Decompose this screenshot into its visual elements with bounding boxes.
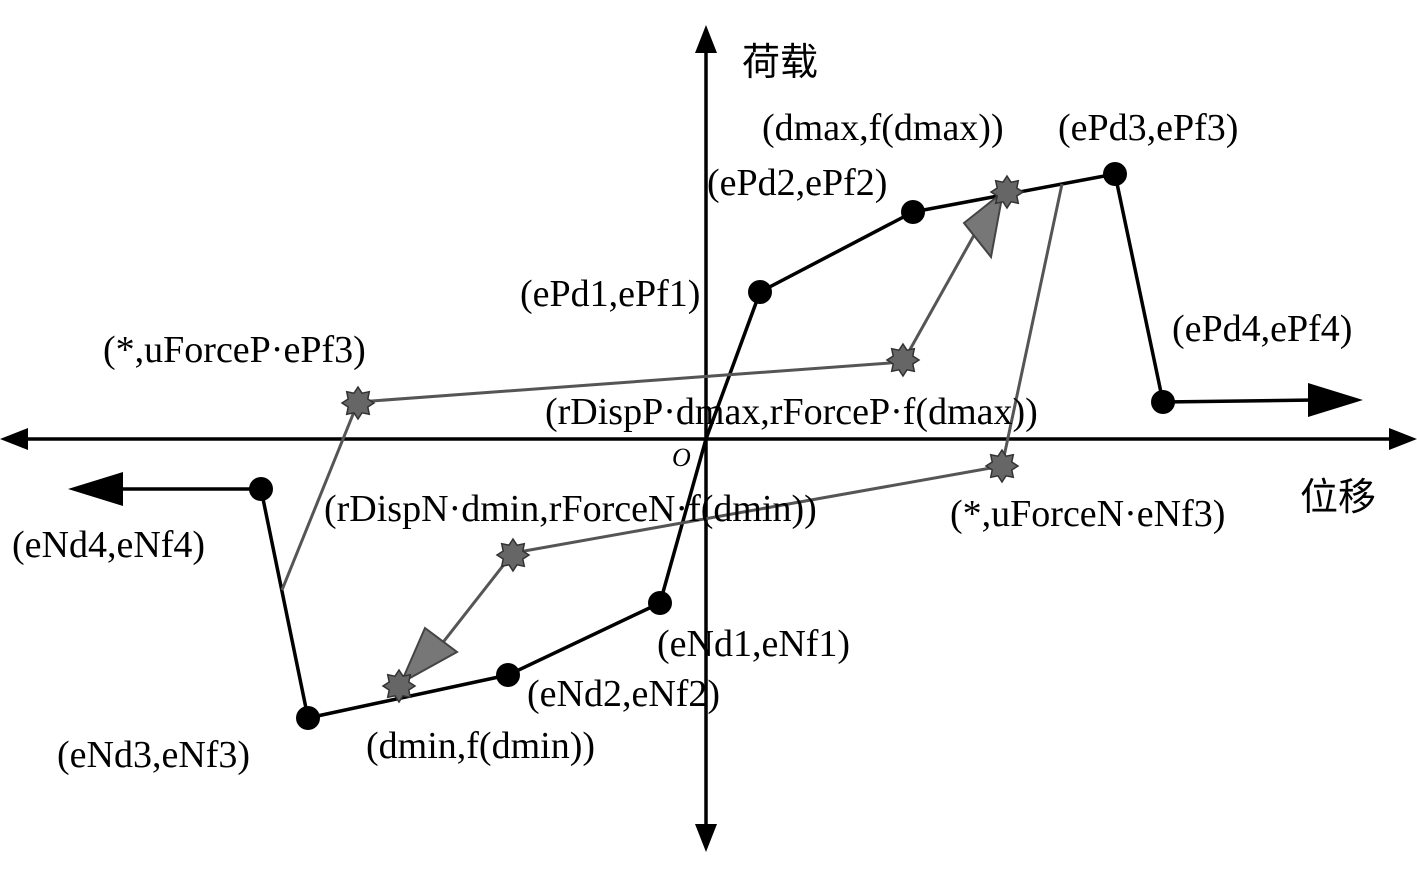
ePd2-label: (ePd2,ePf2) [707,162,887,204]
origin-label: O [672,443,691,472]
ePd3-dot [1103,162,1127,186]
y-axis-top-arrowhead [695,25,717,53]
reload-positive-arrowhead [962,189,1005,260]
dmin-star-marker [382,669,416,703]
reload-negative-line [435,552,515,651]
eNd1-label: (eNd1,eNf1) [657,623,850,665]
unload-negative-line [280,401,360,591]
unload-negative-label: (*,uForceN·eNf3) [950,493,1225,535]
eNd2-label: (eNd2,eNf2) [527,673,720,715]
ePd4-label: (ePd4,ePf4) [1172,308,1352,350]
x-axis-right-arrowhead [1389,428,1417,450]
unload-positive-label: (*,uForceP·ePf3) [103,329,366,371]
ePd3-label: (ePd3,ePf3) [1058,107,1238,149]
eNd4-dot [249,477,273,501]
unload-negative-star-marker [985,449,1019,483]
unload-positive-line [1000,183,1064,467]
reload-positive-label: (rDispP·dmax,rForceP·f(dmax)) [545,391,1038,433]
dmax-star-marker [990,175,1024,209]
ePd4-dot [1151,390,1175,414]
eNd3-dot [296,706,320,730]
dmax-label: (dmax,f(dmax)) [762,107,1004,149]
to-reload-positive-line [357,360,904,404]
x-axis-left-arrowhead [0,428,28,450]
ePd2-dot [901,200,925,224]
reload-positive-star-marker [886,343,920,377]
backbone-positive-end-arrowhead [1308,383,1363,417]
reload-negative-arrowhead [398,626,459,686]
y-axis-label: 荷载 [742,40,818,84]
eNd3-label: (eNd3,eNf3) [57,734,250,776]
eNd1-dot [648,591,672,615]
axes [0,25,1417,852]
eNd4-label: (eNd4,eNf4) [12,524,205,566]
dmin-label: (dmin,f(dmin)) [366,725,595,767]
reload-negative-label: (rDispN·dmin,rForceN·f(dmin)) [324,488,817,530]
x-axis-label: 位移 [1300,475,1376,519]
to-reload-negative-line [512,464,1003,555]
reload-positive-line [901,227,980,363]
eNd2-dot [496,663,520,687]
hysteresis-loop [280,183,1064,651]
reload-negative-star-marker [496,538,530,572]
ePd1-dot [748,280,772,304]
backbone-negative-end-arrowhead [68,472,123,506]
y-axis-bottom-arrowhead [695,824,717,852]
ePd1-label: (ePd1,ePf1) [520,273,700,315]
unload-positive-star-marker [341,386,375,420]
dot-markers [249,162,1175,730]
